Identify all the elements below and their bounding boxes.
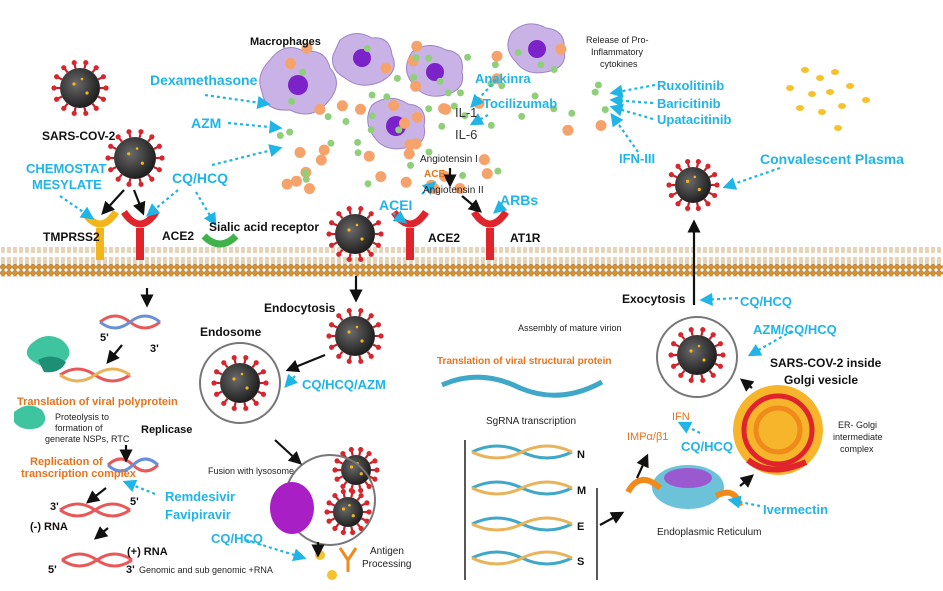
ribosome <box>26 336 70 373</box>
antigen-label-1: Antigen <box>370 546 404 557</box>
drug-acei: ACEI <box>379 197 413 213</box>
macrophage-cell <box>367 97 426 150</box>
release-label-3: cytokines <box>600 59 638 69</box>
drug-cq-hcq-exocytosis: CQ/HCQ <box>740 294 792 309</box>
golgi-vesicle-label-2: Golgi vesicle <box>784 373 859 387</box>
structural-rna <box>440 374 604 398</box>
er-golgi-complex <box>733 385 823 475</box>
black-arrows <box>85 168 755 558</box>
three-prime-b: 3' <box>50 501 59 513</box>
at1r-receptor <box>471 209 509 260</box>
replicase-label: Replicase <box>141 424 193 436</box>
gene-s-label: S <box>577 556 585 568</box>
drug-baricitinib: Baricitinib <box>657 96 721 111</box>
drug-ifn-iii: IFN-III <box>619 151 656 166</box>
ribosome <box>14 405 46 430</box>
virus-particle <box>51 60 726 536</box>
macrophage-cell <box>332 33 395 86</box>
sialic-acid-receptor <box>201 233 239 248</box>
ace-label: ACE <box>424 169 446 180</box>
gene-e-label: E <box>577 521 585 533</box>
drug-cq-hcq-ifn: CQ/HCQ <box>681 439 733 454</box>
endoplasmic-reticulum <box>625 465 743 509</box>
lysosome <box>270 482 314 534</box>
drug-chemostat: CHEMOSTAT <box>26 161 107 176</box>
drug-cq-hcq-azm: CQ/HCQ/AZM <box>302 377 386 392</box>
sialic-acid-label: Sialic acid receptor <box>209 220 320 234</box>
drug-ivermectin: Ivermectin <box>763 502 829 517</box>
impa-label: IMPα/β1 <box>627 431 669 443</box>
release-label-2: Inflammatory <box>591 47 644 57</box>
drug-remdesivir: Remdesivir <box>165 489 236 504</box>
fusion-lysosome-label: Fusion with lysosome <box>208 466 295 476</box>
sgrna-label: SgRNA transcription <box>486 416 577 427</box>
release-label-1: Release of Pro- <box>586 35 649 45</box>
three-prime-c: 3' <box>126 564 135 576</box>
proteolysis-label-1: Proteolysis to <box>55 412 110 422</box>
er-golgi-label-2: intermediate <box>833 432 883 442</box>
drug-arbs: ARBs <box>500 192 539 208</box>
replication-label-2: transcription complex <box>21 468 136 480</box>
ace2-label-right: ACE2 <box>428 231 461 245</box>
ifn-label: IFN <box>672 411 690 423</box>
gene-m-label: M <box>577 485 587 497</box>
at1r-label: AT1R <box>510 231 541 245</box>
drug-upatacitinib: Upatacitinib <box>657 112 732 127</box>
plasma-dots <box>786 67 870 131</box>
ace2-label-left: ACE2 <box>162 229 195 243</box>
drug-azm: AZM <box>191 115 222 131</box>
golgi-vesicle-label-1: SARS-COV-2 inside <box>770 356 882 370</box>
cell-membrane <box>0 247 943 277</box>
drug-azm-cq-hcq: AZM/CQ/HCQ <box>753 322 837 337</box>
antigen-label-2: Processing <box>362 559 412 570</box>
exocytosis-label: Exocytosis <box>622 292 686 306</box>
angiotensin-1-label: Angiotensin I <box>420 154 478 165</box>
drug-favipiravir: Favipiravir <box>165 507 231 522</box>
drug-tocilizumab: Tocilizumab <box>483 96 558 111</box>
drug-ruxolitinib: Ruxolitinib <box>657 78 725 93</box>
antigen-molecules <box>315 547 358 580</box>
assembly-label: Assembly of mature virion <box>518 323 622 333</box>
endosome-vesicle <box>199 342 281 424</box>
exocytosis-vesicle <box>656 316 738 398</box>
er-golgi-label-3: complex <box>840 444 874 454</box>
replication-label-1: Replication of <box>30 456 103 468</box>
il6-label: IL-6 <box>455 127 478 142</box>
proteolysis-label-3: generate NSPs, RTC <box>45 434 130 444</box>
endosome-label: Endosome <box>200 325 262 339</box>
gene-n-label: N <box>577 449 585 461</box>
rna-strands <box>59 314 573 568</box>
drug-dexamethasone: Dexamethasone <box>150 72 258 88</box>
angiotensin-2-label: Angiotensin II <box>423 185 484 196</box>
drug-mesylate: MESYLATE <box>32 177 102 192</box>
genomic-rna-label: Genomic and sub genomic +RNA <box>139 565 273 575</box>
proteolysis-label-2: formation of <box>55 423 103 433</box>
drug-cq-hcq-top: CQ/HCQ <box>172 170 228 186</box>
tmprss2-label: TMPRSS2 <box>43 230 100 244</box>
three-prime-a: 3' <box>150 343 159 355</box>
macrophage-cell <box>259 47 337 115</box>
translation-polyprotein-label: Translation of viral polyprotein <box>17 396 178 408</box>
er-label: Endoplasmic Reticulum <box>657 527 762 538</box>
il1-label: IL-1 <box>455 105 478 120</box>
er-golgi-label-1: ER- Golgi <box>838 420 878 430</box>
macrophage-cell <box>507 23 566 74</box>
macrophages-label: Macrophages <box>250 36 321 48</box>
drug-cq-hcq-lysosome: CQ/HCQ <box>211 531 263 546</box>
drug-convalescent-plasma: Convalescent Plasma <box>760 151 904 167</box>
translation-structural-label: Translation of viral structural protein <box>437 356 612 367</box>
positive-rna-label: (+) RNA <box>127 546 168 558</box>
sars-cov-2-label: SARS-COV-2 <box>42 129 116 143</box>
drug-anakinra: Anakinra <box>475 71 531 86</box>
five-prime-b: 5' <box>130 496 139 508</box>
five-prime-c: 5' <box>48 564 57 576</box>
five-prime-a: 5' <box>100 332 109 344</box>
drug-arrows <box>59 79 793 562</box>
endocytosis-label: Endocytosis <box>264 301 336 315</box>
negative-rna-label: (-) RNA <box>30 521 68 533</box>
